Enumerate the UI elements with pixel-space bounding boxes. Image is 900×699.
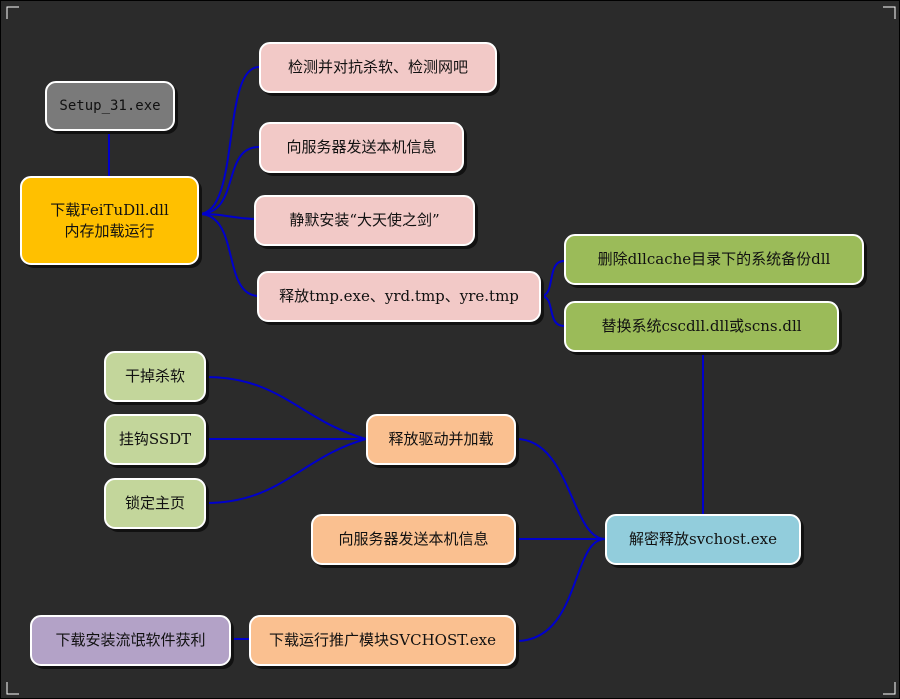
release-tmp-label: 释放tmp.exe、yrd.tmp、yre.tmp xyxy=(279,287,519,305)
edge-lock-to-driver xyxy=(205,438,367,504)
download-dll-label-line2: 内存加载运行 xyxy=(64,221,155,240)
edge-driver-to-decrypt xyxy=(515,438,606,540)
silent-install-node: 静默安装“大天使之剑” xyxy=(254,195,475,246)
install-rogue-label: 下载安装流氓软件获利 xyxy=(55,631,206,649)
release-driver-label: 释放驱动并加载 xyxy=(388,430,494,448)
download-promo-label: 下载运行推广模块SVCHOST.exe xyxy=(268,631,497,649)
download-promo-node: 下载运行推广模块SVCHOST.exe xyxy=(249,615,516,666)
detect-av-node: 检测并对抗杀软、检测网吧 xyxy=(259,42,497,93)
install-rogue-node: 下载安装流氓软件获利 xyxy=(30,615,231,666)
download-dll-node: 下载FeiTuDll.dll 内存加载运行 xyxy=(20,176,199,265)
lock-homepage-node: 锁定主页 xyxy=(104,478,206,529)
delete-dllcache-label: 删除dllcache目录下的系统备份dll xyxy=(597,250,831,268)
kill-av-node: 干掉杀软 xyxy=(104,351,206,402)
edge-promo-to-decrypt xyxy=(515,538,606,642)
edge-download-to-release-tmp xyxy=(198,213,260,297)
send-info-bottom-label: 向服务器发送本机信息 xyxy=(338,530,489,548)
setup-exe-node: Setup_31.exe xyxy=(45,81,175,131)
decrypt-svchost-label: 解密释放svchost.exe xyxy=(629,530,777,548)
delete-dllcache-node: 删除dllcache目录下的系统备份dll xyxy=(564,234,864,285)
setup-exe-label: Setup_31.exe xyxy=(59,97,161,114)
hook-ssdt-label: 挂钩SSDT xyxy=(118,430,192,448)
kill-av-label: 干掉杀软 xyxy=(124,367,185,385)
silent-install-label: 静默安装“大天使之剑” xyxy=(289,211,440,229)
replace-dll-node: 替换系统cscdll.dll或scns.dll xyxy=(564,301,839,352)
send-info-bottom-node: 向服务器发送本机信息 xyxy=(311,514,516,565)
edge-download-to-detect xyxy=(198,66,260,215)
edge-tmp-to-delete xyxy=(540,260,565,297)
detect-av-label: 检测并对抗杀软、检测网吧 xyxy=(287,58,468,76)
edge-tmp-to-replace xyxy=(540,295,565,327)
replace-dll-label: 替换系统cscdll.dll或scns.dll xyxy=(601,317,802,335)
edge-killav-to-driver xyxy=(205,376,367,440)
release-driver-node: 释放驱动并加载 xyxy=(366,414,516,465)
release-tmp-node: 释放tmp.exe、yrd.tmp、yre.tmp xyxy=(257,271,541,322)
edge-download-to-sendinfo xyxy=(198,146,260,215)
send-info-top-label: 向服务器发送本机信息 xyxy=(286,138,437,156)
lock-homepage-label: 锁定主页 xyxy=(124,494,185,512)
decrypt-svchost-node: 解密释放svchost.exe xyxy=(605,514,801,565)
download-dll-label-line1: 下载FeiTuDll.dll xyxy=(50,200,169,219)
hook-ssdt-node: 挂钩SSDT xyxy=(104,414,206,465)
send-info-top-node: 向服务器发送本机信息 xyxy=(259,122,464,173)
